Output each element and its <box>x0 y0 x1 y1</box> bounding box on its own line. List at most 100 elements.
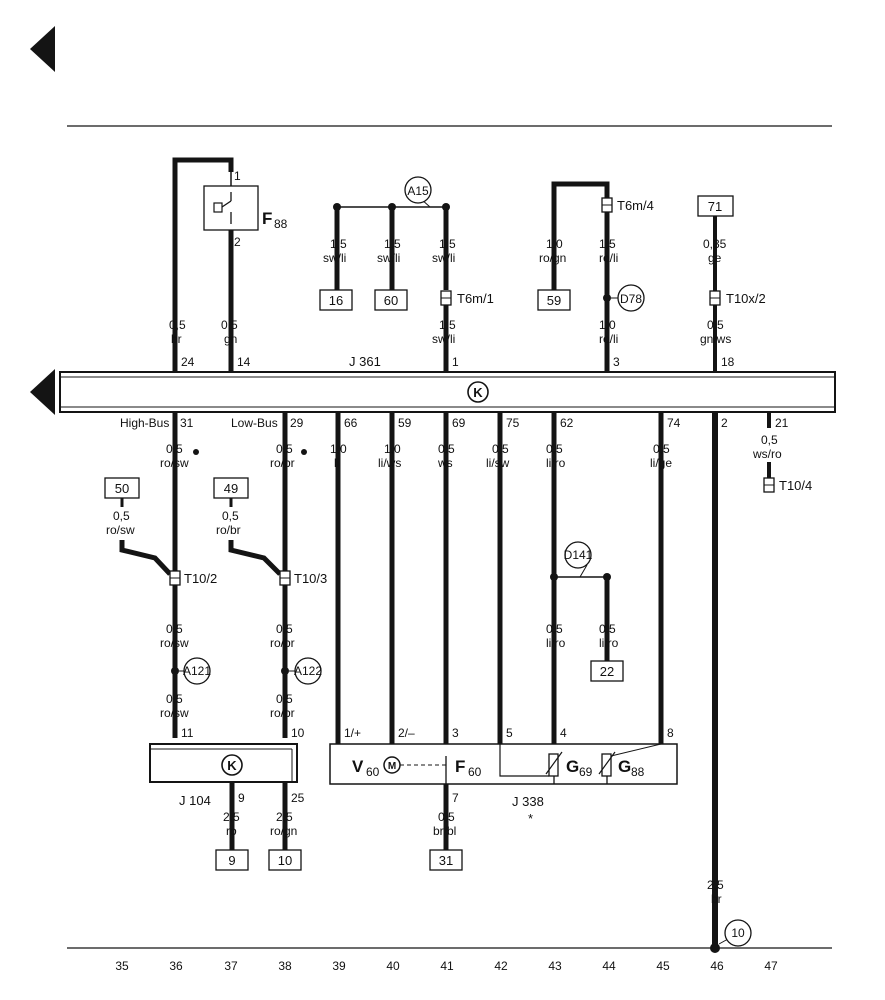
circled-m-icon: M <box>383 756 401 774</box>
pin-label: 11 <box>181 726 194 740</box>
j104-control-unit: K <box>149 743 298 783</box>
wire-size: 0,5 <box>492 442 509 456</box>
j338-throttle-unit: V 60 M F 60 G 69 G 88 <box>329 743 678 785</box>
m-symbol: M <box>388 761 396 772</box>
wire-color: gn <box>224 332 237 346</box>
pin-label: 69 <box>452 416 466 430</box>
wire-br-36 <box>172 157 234 372</box>
a15-point <box>404 176 432 204</box>
pressure-switch-icon <box>213 192 232 224</box>
wire-color: ro/li <box>599 251 618 265</box>
column-number: 38 <box>278 959 292 973</box>
plug-connector-icon <box>601 197 613 213</box>
wire-color: li/ws <box>378 456 401 470</box>
connector-label: T6m/1 <box>457 291 494 306</box>
wire-size: 2,5 <box>707 878 724 892</box>
wire-size: 1,0 <box>330 442 347 456</box>
pin-label: 74 <box>667 416 681 430</box>
wire-size: 0,5 <box>546 622 563 636</box>
wire-size: 0,5 <box>166 692 183 706</box>
pin-label: 1 <box>234 169 241 183</box>
ref-box: 9 <box>228 853 235 868</box>
a122-point <box>294 657 322 685</box>
wire-color: ro/sw <box>160 456 189 470</box>
v60-sub: 60 <box>366 765 380 779</box>
plug-connector-icon <box>169 570 181 586</box>
ref-box: 22 <box>600 664 614 679</box>
wire-size: 1,5 <box>599 237 616 251</box>
column-number: 36 <box>169 959 183 973</box>
g69-sub: 69 <box>579 765 593 779</box>
wire-color: sw/li <box>432 332 455 346</box>
wire-color: li/ro <box>599 636 619 650</box>
connector-label: T10x/2 <box>726 291 766 306</box>
column-number: 41 <box>440 959 454 973</box>
ref-box: 31 <box>439 853 453 868</box>
wire-size: 1,5 <box>384 237 401 251</box>
f60-label: F <box>455 757 465 776</box>
column-number: 45 <box>656 959 670 973</box>
wire-size: 1,0 <box>546 237 563 251</box>
column-number: 39 <box>332 959 346 973</box>
wire-size: 1,5 <box>439 318 456 332</box>
wire-color: li/ro <box>546 636 566 650</box>
j361-label: J 361 <box>349 354 381 369</box>
pin-label: 3 <box>613 355 620 369</box>
pin-label: 18 <box>721 355 735 369</box>
wire-color: li/ge <box>650 456 672 470</box>
pin-label: 1 <box>452 355 459 369</box>
plug-connector-icon <box>709 290 721 306</box>
pin-label: 31 <box>180 416 194 430</box>
high-bus-label: High-Bus <box>120 416 169 430</box>
wire-size: 1,5 <box>330 237 347 251</box>
f88-pressure-switch: F 88 <box>203 185 288 231</box>
pin-label: 29 <box>290 416 304 430</box>
wire-size: 1,0 <box>599 318 616 332</box>
wire-color: ro/li <box>599 332 618 346</box>
wire-color: ro <box>226 824 237 838</box>
column-number: 47 <box>764 959 778 973</box>
column-number: 42 <box>494 959 508 973</box>
pin-label: 2 <box>721 416 728 430</box>
triangle-left-icon[interactable] <box>30 26 55 72</box>
pin-label: 59 <box>398 416 412 430</box>
pin-label: 8 <box>667 726 674 740</box>
wire-size: 0,5 <box>276 622 293 636</box>
wire-size: 0,5 <box>166 622 183 636</box>
pin-label: 3 <box>452 726 459 740</box>
wire-size: 0,5 <box>221 318 238 332</box>
wire-color: ro/sw <box>160 706 189 720</box>
column-number: 46 <box>710 959 724 973</box>
ground-10-point <box>724 919 752 947</box>
wire-color: br <box>711 892 722 906</box>
wire-color: sw/li <box>323 251 346 265</box>
pin-label: 24 <box>181 355 195 369</box>
a121-point <box>183 657 211 685</box>
wire-color: ro/sw <box>160 636 189 650</box>
wire-color: sw/li <box>377 251 400 265</box>
wire-size: 0,5 <box>761 433 778 447</box>
pin-label: 25 <box>291 791 305 805</box>
wire-size: 0,5 <box>707 318 724 332</box>
pin-label: 2/– <box>398 726 415 740</box>
triangle-left-icon[interactable] <box>30 369 55 415</box>
pin-label: 5 <box>506 726 513 740</box>
circled-k-icon <box>467 381 489 403</box>
wire-size: 1,0 <box>384 442 401 456</box>
wire-color: br <box>171 332 182 346</box>
g88-sub: 88 <box>631 765 645 779</box>
wire-size: 0,5 <box>438 442 455 456</box>
wire-size: 0,5 <box>438 810 455 824</box>
connector-label: T10/2 <box>184 571 217 586</box>
pin-label: 21 <box>775 416 789 430</box>
wire-color: ro/br <box>216 523 241 537</box>
wire-size: 0,35 <box>703 237 727 251</box>
g69-label: G <box>566 757 579 776</box>
wire-size: 0,5 <box>599 622 616 636</box>
d141-point <box>564 541 592 569</box>
g88-label: G <box>618 757 631 776</box>
ref-box: 50 <box>115 481 129 496</box>
wire-color: li/sw <box>486 456 510 470</box>
wire-size: 0,5 <box>166 442 183 456</box>
